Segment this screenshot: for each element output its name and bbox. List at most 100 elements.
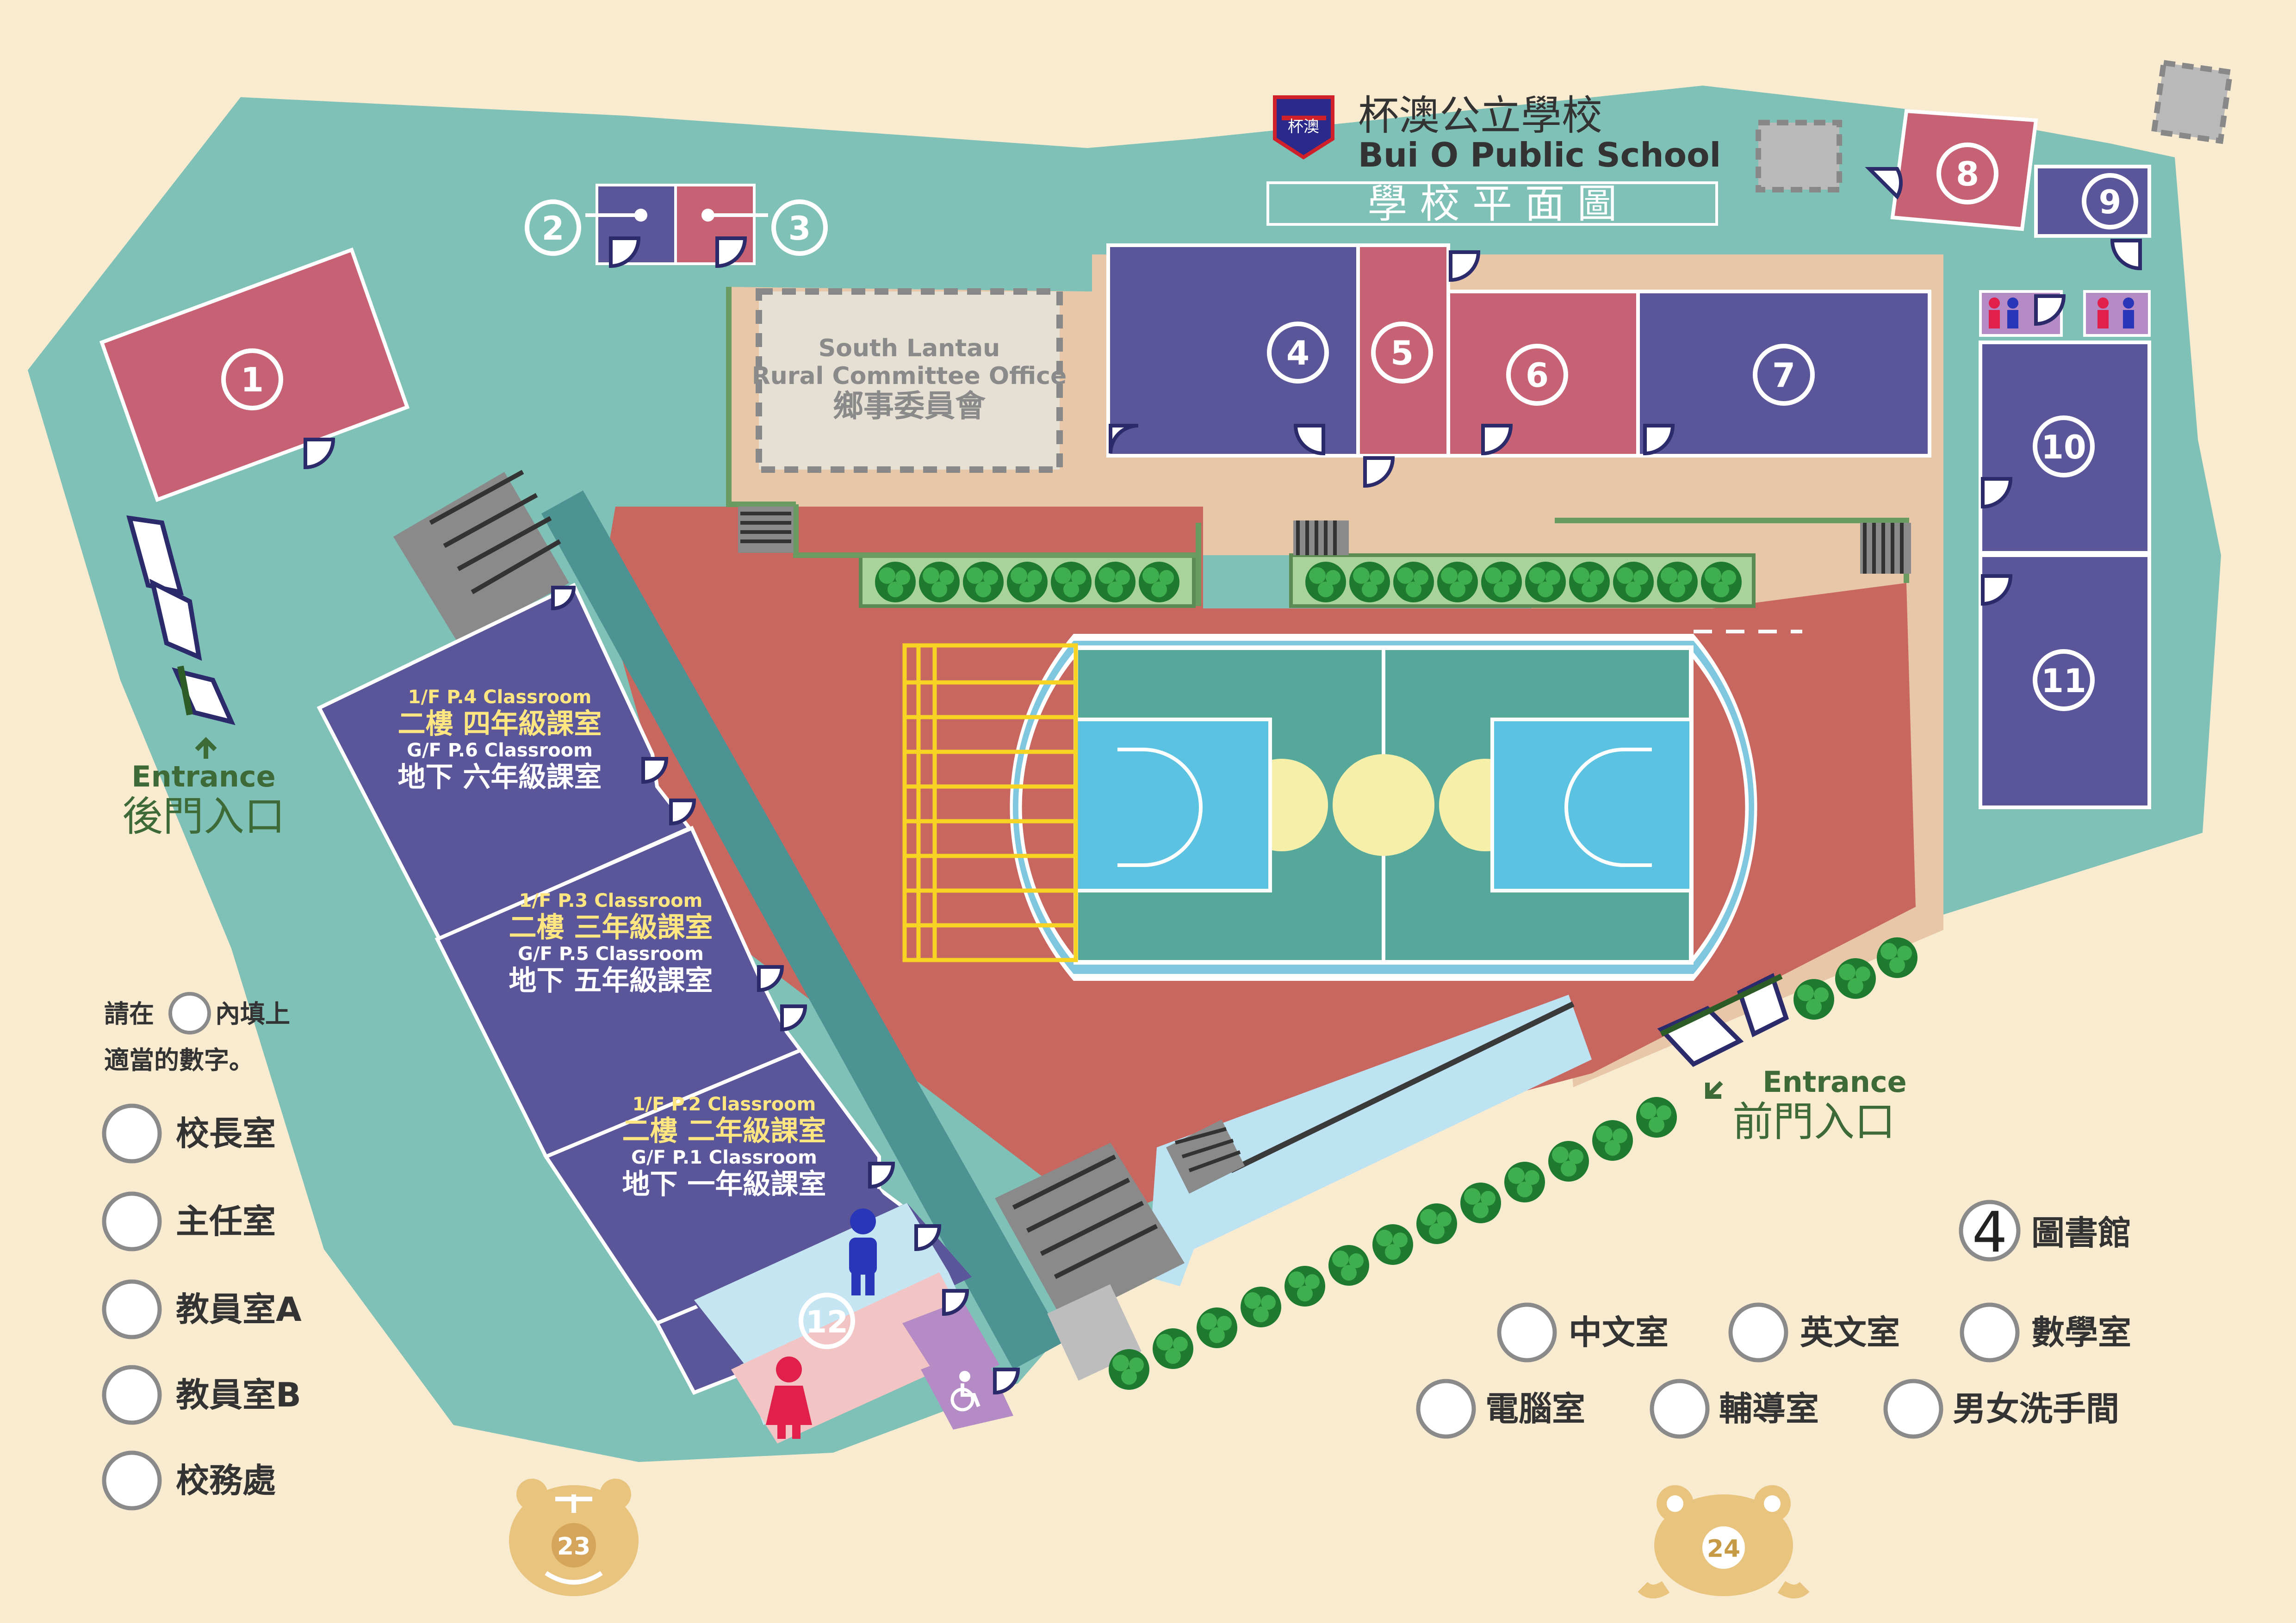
room-7[interactable]: 7 bbox=[1636, 290, 1931, 458]
legend-left-principal[interactable]: 校長室 bbox=[102, 1103, 276, 1164]
classroom-3-cn-lower: 地下 一年級課室 bbox=[622, 1168, 826, 1201]
legend-label: 男女洗手間 bbox=[1953, 1389, 2119, 1428]
legend-left-staff-room-b[interactable]: 教員室B bbox=[102, 1365, 301, 1425]
room-3[interactable]: 3 bbox=[674, 184, 828, 265]
room-1[interactable]: 1 bbox=[99, 247, 410, 502]
instruction-part-1: 請在 bbox=[104, 999, 154, 1028]
legend-label: 英文室 bbox=[1800, 1313, 1900, 1352]
legend-example-library: 4 圖書館 bbox=[1959, 1200, 2131, 1265]
answer-circle[interactable] bbox=[102, 1279, 162, 1339]
answer-circle[interactable] bbox=[1497, 1302, 1557, 1363]
room-11[interactable]: 11 bbox=[1979, 553, 2151, 809]
room-10[interactable]: 10 bbox=[1979, 341, 2151, 555]
classroom-3-en-upper: 1/F P.2 Classroom bbox=[633, 1094, 816, 1115]
covered-corridor bbox=[541, 490, 1064, 1369]
classroom-2-cn-upper: 二樓 三年級課室 bbox=[509, 911, 713, 944]
demolished-block bbox=[1756, 120, 1842, 192]
legend-right-chinese-room[interactable]: 中文室 bbox=[1497, 1302, 1669, 1363]
map-subtitle: 學 校 平 面 圖 bbox=[1367, 181, 1617, 227]
subtitle-frame bbox=[1266, 181, 1718, 226]
back-entrance-gate[interactable]: Entrance 後門入口 bbox=[122, 515, 285, 840]
path-border-middle bbox=[793, 504, 1198, 558]
classroom-p4-p6[interactable]: 1/F P.4 Classroom 二樓 四年級課室 G/F P.6 Class… bbox=[398, 687, 602, 793]
room-11-number: 11 bbox=[2041, 662, 2086, 700]
office-name-line-3: 鄉事委員會 bbox=[833, 388, 986, 424]
stairs-top-middle bbox=[1293, 520, 1349, 555]
classroom-2-en-lower: G/F P.5 Classroom bbox=[518, 943, 704, 965]
room-4-number: 4 bbox=[1286, 334, 1309, 372]
stairs-west-block bbox=[393, 470, 569, 643]
legend-label: 中文室 bbox=[1569, 1313, 1669, 1352]
room-6-number: 6 bbox=[1526, 356, 1549, 395]
legend-right-counselling-room[interactable]: 輔導室 bbox=[1650, 1379, 1819, 1439]
room-6[interactable]: 6 bbox=[1446, 290, 1640, 458]
answer-circle[interactable] bbox=[1960, 1302, 2020, 1363]
logo-text: 杯澳 bbox=[1288, 118, 1319, 136]
room-7-number: 7 bbox=[1772, 356, 1795, 395]
legend-left-staff-room-a[interactable]: 教員室A bbox=[102, 1279, 302, 1339]
back-entrance-label-en: Entrance bbox=[131, 760, 275, 793]
page-number-left: 23 bbox=[557, 1533, 590, 1561]
answer-circle[interactable] bbox=[1650, 1379, 1710, 1439]
room-12-toilets[interactable]: 12 bbox=[694, 1203, 1013, 1443]
room-5-number: 5 bbox=[1390, 334, 1414, 372]
room-2-number: 2 bbox=[542, 210, 565, 248]
answer-circle[interactable] bbox=[102, 1191, 162, 1251]
answer-circle[interactable] bbox=[1883, 1379, 1943, 1439]
classroom-2-en-upper: 1/F P.3 Classroom bbox=[519, 890, 703, 911]
legend-right-math-room[interactable]: 數學室 bbox=[1960, 1302, 2131, 1363]
instruction-part-2: 內填上 bbox=[215, 999, 290, 1028]
header-school-logo: 杯澳 bbox=[1273, 95, 1334, 160]
ramp-walkway bbox=[1148, 995, 1592, 1286]
door-markers bbox=[304, 167, 2142, 1395]
example-label: 圖書館 bbox=[2031, 1214, 2131, 1252]
legend-right-toilets[interactable]: 男女洗手間 bbox=[1883, 1379, 2119, 1439]
answer-circle[interactable] bbox=[102, 1365, 162, 1425]
classroom-p2-p1[interactable]: 1/F P.2 Classroom 二樓 二年級課室 G/F P.1 Class… bbox=[622, 1094, 826, 1201]
answer-circle[interactable] bbox=[102, 1450, 162, 1511]
instruction-line-2: 適當的數字。 bbox=[104, 1046, 254, 1075]
office-name-line-2: Rural Committee Office bbox=[752, 362, 1067, 390]
demolished-block-corner bbox=[2151, 59, 2234, 144]
legend-right-english-room[interactable]: 英文室 bbox=[1728, 1302, 1900, 1363]
rural-committee-office[interactable]: South Lantau Rural Committee Office 鄉事委員… bbox=[752, 288, 1067, 473]
legend-label: 校長室 bbox=[176, 1114, 276, 1153]
legend-label: 數學室 bbox=[2031, 1313, 2131, 1352]
legend-label: 主任室 bbox=[176, 1202, 276, 1241]
classroom-3-cn-upper: 二樓 二年級課室 bbox=[622, 1115, 826, 1147]
sports-field bbox=[902, 630, 1802, 981]
room-4[interactable]: 4 bbox=[1106, 243, 1360, 458]
room-8-number: 8 bbox=[1956, 155, 1979, 193]
back-entrance-label-cn: 後門入口 bbox=[122, 793, 285, 840]
front-entrance-label-en: Entrance bbox=[1762, 1065, 1906, 1099]
classroom-1-cn-upper: 二樓 四年級課室 bbox=[398, 708, 602, 740]
legend-right-computer-room[interactable]: 電腦室 bbox=[1416, 1379, 1585, 1439]
answer-circle[interactable] bbox=[1416, 1379, 1476, 1439]
classroom-1-en-upper: 1/F P.4 Classroom bbox=[408, 687, 592, 708]
classroom-2-cn-lower: 地下 五年級課室 bbox=[509, 965, 713, 997]
answer-circle[interactable] bbox=[102, 1103, 162, 1164]
office-name-line-1: South Lantau bbox=[819, 335, 1000, 362]
stairs-top-right bbox=[1860, 523, 1911, 574]
legend-left-senior-teacher[interactable]: 主任室 bbox=[102, 1191, 276, 1251]
classroom-1-en-lower: G/F P.6 Classroom bbox=[407, 740, 593, 761]
legend-label: 電腦室 bbox=[1485, 1389, 1585, 1428]
room-9[interactable]: 9 bbox=[2034, 165, 2151, 238]
room-8[interactable]: 8 bbox=[1890, 109, 2038, 231]
path-border-left bbox=[726, 287, 796, 507]
answer-circle[interactable] bbox=[1728, 1302, 1788, 1363]
room-5[interactable]: 5 bbox=[1356, 243, 1450, 458]
stairs-ramp-end bbox=[1166, 1120, 1245, 1194]
page-number-tiger-icon: 23 bbox=[509, 1479, 639, 1596]
room-1-number: 1 bbox=[241, 360, 264, 399]
room-9-number: 9 bbox=[2099, 183, 2122, 221]
ramp-rail bbox=[1229, 1001, 1575, 1173]
example-number: 4 bbox=[1972, 1201, 2007, 1265]
legend-left-general-office[interactable]: 校務處 bbox=[102, 1450, 276, 1511]
classroom-p3-p5[interactable]: 1/F P.3 Classroom 二樓 三年級課室 G/F P.5 Class… bbox=[509, 890, 713, 997]
front-entrance-gate[interactable]: Entrance 前門入口 bbox=[1657, 973, 1907, 1146]
page-number-right: 24 bbox=[1707, 1535, 1740, 1563]
classroom-3-en-lower: G/F P.1 Classroom bbox=[631, 1147, 817, 1168]
legend-label: 輔導室 bbox=[1719, 1389, 1819, 1428]
